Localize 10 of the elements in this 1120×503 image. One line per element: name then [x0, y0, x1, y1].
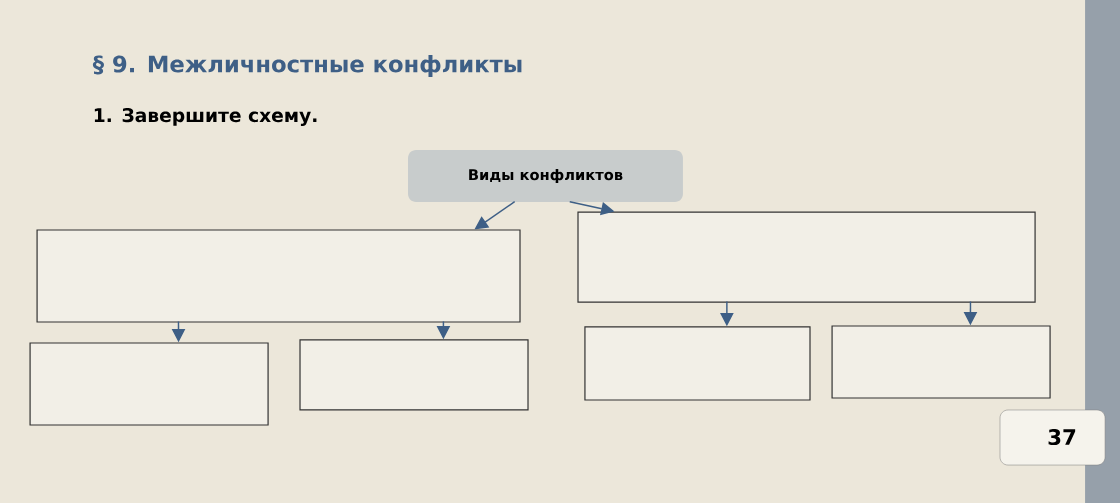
answer-box — [36, 229, 521, 323]
answer-box — [584, 326, 811, 401]
heading: § 9. Межличностные конфликты — [92, 55, 522, 77]
category-box: Виды конфликтов — [408, 150, 683, 203]
answer-box — [299, 339, 529, 411]
answer-box — [577, 211, 1036, 303]
answer-box — [831, 325, 1051, 399]
task-text: 1. Завершите схему. — [94, 108, 317, 127]
page-number: 37 — [999, 409, 1106, 466]
answer-box — [29, 342, 269, 426]
